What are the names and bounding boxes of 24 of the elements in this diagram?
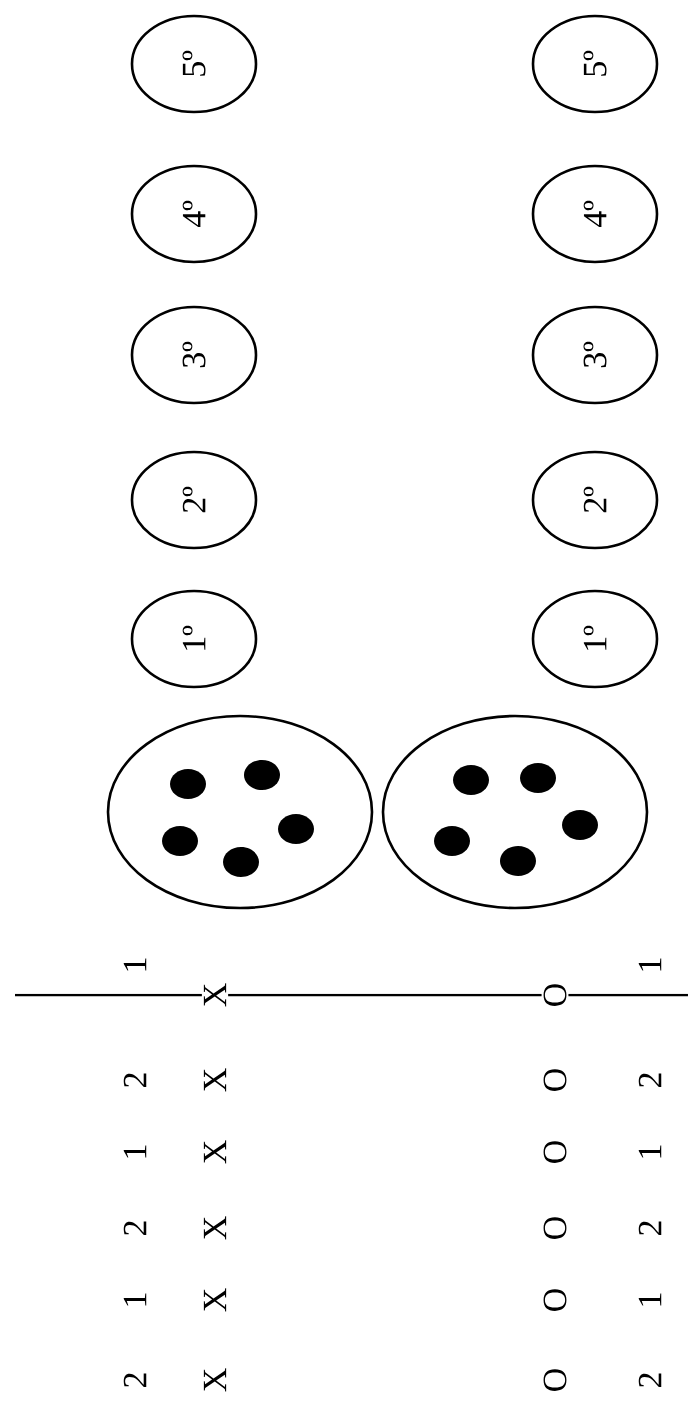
row-number: 2 [636,1069,664,1091]
dot-cluster-drawing [106,714,374,910]
mark-symbol: O [541,1365,569,1395]
mark-symbol: O [541,1213,569,1243]
mark-symbol: X [201,1065,229,1095]
row-number: 2 [121,1069,149,1091]
mark-symbol: X [201,1285,229,1315]
row-number: 2 [636,1217,664,1239]
dot-cluster-drawing [381,714,649,910]
mark-symbol: X [201,1137,229,1167]
row-number: 1 [636,1141,664,1163]
row-number: 2 [121,1217,149,1239]
row-number: 1 [121,954,149,976]
row-number: 1 [121,1289,149,1311]
mark-symbol: X [201,1213,229,1243]
row-number: 1 [636,1289,664,1311]
mark-symbol: O [541,1065,569,1095]
row-number: 2 [121,1369,149,1391]
mark-symbol: O [541,1285,569,1315]
row-number: 1 [121,1141,149,1163]
mark-symbol: O [541,1137,569,1167]
mark-symbol: X [201,1365,229,1395]
row-number: 1 [636,954,664,976]
row-number: 2 [636,1369,664,1391]
